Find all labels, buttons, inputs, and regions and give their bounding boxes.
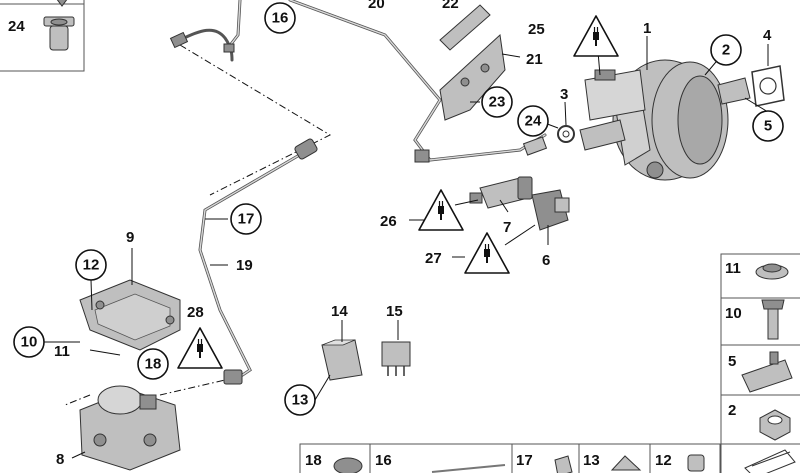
hose-icon	[431, 464, 506, 473]
grommet-icon	[755, 263, 789, 280]
gasket-4	[751, 65, 785, 107]
dashed-reference-lines	[64, 44, 332, 406]
label-25: 25	[528, 21, 545, 38]
bottom-box-label-13: 13	[583, 452, 600, 469]
vacuum-hose-16	[169, 0, 242, 62]
label-9: 9	[126, 229, 134, 246]
side-box-label-2: 2	[728, 402, 736, 419]
vacuum-line-19	[198, 138, 318, 385]
bracket-21	[439, 33, 506, 121]
label-3: 3	[560, 86, 568, 103]
parts-box-right: 11 10 5 2	[720, 253, 800, 473]
label-26: 26	[380, 213, 397, 230]
bottom-box-label-18: 18	[305, 452, 322, 469]
callout-5: 5	[752, 110, 784, 142]
svg-text:18: 18	[145, 356, 162, 373]
callout-16: 16	[264, 2, 296, 34]
expanding-rivet-icon	[43, 16, 75, 51]
check-valve-5	[717, 77, 751, 105]
fastener-tip-icon	[56, 0, 68, 7]
cut-line-icon	[744, 449, 796, 473]
callout-24: 24	[517, 105, 549, 137]
nut-icon	[759, 409, 791, 441]
leader-lines	[43, 36, 769, 459]
warning-triangle-plug-icon	[418, 189, 464, 231]
clip-icon	[554, 455, 573, 473]
label-28: 28	[187, 304, 204, 321]
bolt-icon	[761, 299, 785, 340]
label-19: 19	[236, 257, 253, 274]
bottom-box-label-17: 17	[516, 452, 533, 469]
washer-3	[557, 125, 575, 143]
check-valve-icon	[741, 351, 793, 393]
callout-23: 23	[481, 86, 513, 118]
warning-triangle-plug-icon	[573, 15, 619, 57]
label-15: 15	[386, 303, 403, 320]
svg-text:13: 13	[292, 392, 309, 409]
svg-text:17: 17	[238, 211, 255, 228]
holder-icon	[610, 455, 642, 471]
label-20: 20	[368, 0, 385, 12]
bracket-9	[79, 279, 181, 351]
relay-14	[321, 339, 363, 381]
vacuum-sensor-6	[531, 189, 570, 231]
svg-text:10: 10	[21, 334, 38, 351]
label-1: 1	[643, 20, 651, 37]
bottom-box-label-12: 12	[655, 452, 672, 469]
parts-box-bottom: 18 16 17 13 12	[299, 443, 721, 473]
bottom-box-label-16: 16	[375, 452, 392, 469]
side-box-label-5: 5	[728, 353, 736, 370]
relay-15	[381, 341, 411, 376]
label-6: 6	[542, 252, 550, 269]
screw-icon	[687, 454, 705, 472]
box-label-24: 24	[8, 18, 25, 35]
label-11: 11	[54, 343, 70, 360]
vacuum-pump-8	[79, 385, 181, 471]
label-7: 7	[503, 219, 511, 236]
svg-text:16: 16	[272, 10, 289, 27]
label-22: 22	[442, 0, 459, 12]
parts-box-top-left: 24	[0, 0, 85, 72]
callout-13: 13	[284, 384, 316, 416]
label-27: 27	[425, 250, 442, 267]
warning-triangle-plug-icon	[464, 232, 510, 274]
callout-2: 2	[710, 34, 742, 66]
heat-shield-22	[439, 4, 491, 51]
side-box-label-11: 11	[725, 260, 741, 277]
brake-fluid-reservoir	[579, 69, 646, 151]
svg-text:23: 23	[489, 94, 506, 111]
svg-text:2: 2	[722, 42, 730, 59]
label-8: 8	[56, 451, 64, 468]
svg-text:24: 24	[525, 113, 542, 130]
callout-18: 18	[137, 348, 169, 380]
pressure-sensor-7	[469, 176, 533, 209]
callout-10: 10	[13, 326, 45, 358]
label-4: 4	[763, 27, 772, 44]
warning-triangle-plug-icon	[177, 327, 223, 369]
svg-text:12: 12	[83, 257, 100, 274]
label-21: 21	[526, 51, 543, 68]
svg-text:5: 5	[764, 118, 772, 135]
label-14: 14	[331, 303, 348, 320]
vacuum-pipe-20	[288, 0, 548, 163]
callout-12: 12	[75, 249, 107, 281]
side-box-label-10: 10	[725, 305, 742, 322]
grommet-icon	[333, 457, 363, 473]
callout-17: 17	[230, 203, 262, 235]
